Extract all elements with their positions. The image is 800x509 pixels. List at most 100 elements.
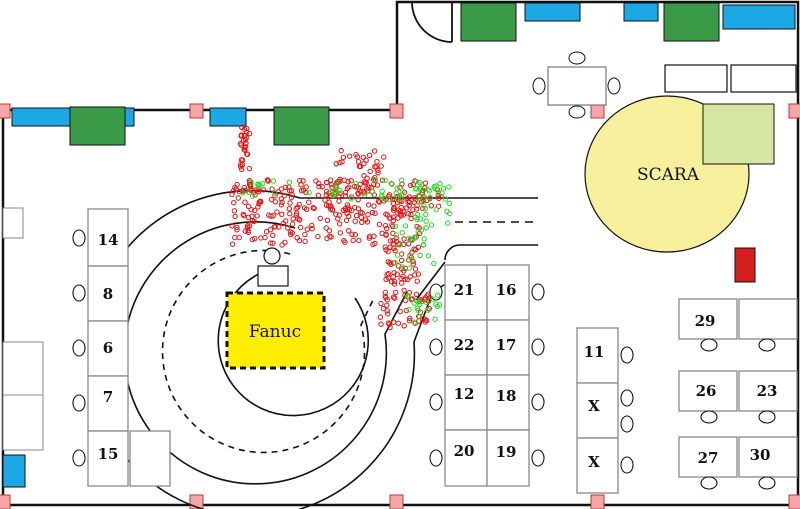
trace-point-green: [446, 200, 452, 207]
trace-point-green: [328, 190, 334, 196]
trace-point-red: [400, 212, 406, 218]
scara-label: SCARA: [637, 165, 700, 185]
trace-point-red: [304, 226, 310, 232]
desk-label: 26: [696, 382, 717, 400]
fanuc-label: Fanuc: [249, 322, 301, 342]
trace-point-red: [237, 140, 244, 147]
trace-point-green: [333, 191, 339, 198]
chair-icon: [700, 476, 718, 490]
trace-point-red: [241, 126, 248, 132]
trace-point-red: [391, 319, 397, 325]
trace-point-red: [346, 184, 352, 190]
trace-point-red: [407, 315, 413, 321]
trace-point-red: [271, 224, 277, 230]
trace-point-green: [393, 232, 399, 238]
trace-point-red: [413, 206, 420, 212]
trace-point-red: [362, 180, 368, 186]
trace-point-green: [402, 223, 409, 229]
trace-point-red: [272, 199, 278, 205]
trace-point-red: [366, 152, 373, 159]
trace-point-red: [369, 209, 376, 216]
trajectory-points-red: [229, 124, 444, 331]
trace-point-red: [295, 204, 301, 210]
trace-point-red: [377, 314, 384, 320]
trace-point-green: [439, 190, 445, 196]
trace-point-green: [407, 253, 413, 259]
trace-point-red: [383, 247, 389, 253]
trace-point-red: [406, 241, 412, 247]
trace-point-red: [229, 191, 235, 198]
trace-point-red: [366, 235, 373, 241]
trace-point-red: [381, 154, 387, 160]
trace-point-red: [298, 182, 304, 188]
trace-point-red: [338, 147, 344, 154]
trace-point-green: [392, 259, 398, 266]
trace-point-red: [384, 225, 390, 232]
trace-point-red: [385, 311, 391, 317]
trace-point-red: [349, 207, 355, 214]
trace-point-green: [361, 192, 368, 198]
chairs: [72, 229, 776, 490]
trace-point-red: [406, 290, 413, 296]
trace-point-red: [289, 221, 296, 227]
trace-point-green: [393, 190, 399, 197]
trace-point-red: [329, 184, 335, 191]
trace-point-red: [358, 214, 364, 221]
trace-point-red: [268, 240, 274, 246]
pillar-icon: [0, 103, 11, 119]
trace-point-red: [386, 321, 392, 327]
trace-point-red: [355, 159, 362, 165]
chair-icon: [531, 338, 545, 356]
trace-point-red: [398, 275, 404, 282]
trace-point-red: [288, 231, 294, 238]
chair-icon: [429, 393, 443, 411]
trace-point-green: [353, 181, 359, 187]
chair-icon: [568, 105, 586, 119]
trace-point-green: [392, 223, 399, 230]
trace-point-red: [397, 185, 403, 191]
trace-point-green: [395, 195, 401, 202]
trace-point-red: [245, 203, 252, 210]
trace-point-red: [260, 187, 267, 193]
chair-icon: [429, 449, 443, 467]
trace-point-red: [391, 278, 398, 285]
trace-point-green: [334, 179, 340, 185]
trace-point-green: [432, 185, 438, 192]
trace-point-red: [327, 233, 333, 240]
trace-point-red: [281, 193, 287, 199]
pillar-icon: [0, 494, 11, 509]
robot-sensor: [263, 247, 281, 265]
trace-point-red: [387, 238, 394, 244]
desk-label: 8: [103, 285, 113, 303]
trace-point-green: [348, 196, 354, 202]
trace-point-green: [426, 188, 432, 194]
trace-point-red: [352, 218, 358, 224]
trace-point-red: [328, 192, 334, 199]
trace-point-green: [427, 194, 433, 201]
trace-point-red: [240, 211, 247, 218]
trace-point-red: [365, 212, 371, 218]
trace-point-red: [361, 173, 367, 179]
blue-cabinet: [2, 454, 26, 488]
trace-point-red: [262, 234, 268, 241]
trace-point-green: [399, 192, 405, 198]
trace-point-red: [361, 179, 367, 185]
trace-point-red: [342, 193, 349, 199]
trace-point-red: [390, 294, 397, 300]
trace-point-red: [365, 202, 372, 208]
trace-point-green: [415, 229, 421, 235]
trace-point-red: [390, 200, 397, 207]
desk-label: 27: [698, 449, 719, 467]
trace-point-red: [362, 217, 369, 223]
red-cabinet: [734, 247, 756, 283]
trace-point-green: [422, 206, 429, 212]
trace-point-green: [414, 305, 420, 311]
trace-point-green: [416, 314, 423, 320]
trace-point-red: [279, 242, 285, 248]
trace-point-red: [286, 184, 292, 190]
trace-point-red: [248, 207, 254, 213]
trace-point-red: [270, 232, 276, 239]
desk-label: 18: [496, 387, 517, 405]
trace-point-red: [355, 197, 361, 203]
trace-point-red: [246, 165, 253, 172]
